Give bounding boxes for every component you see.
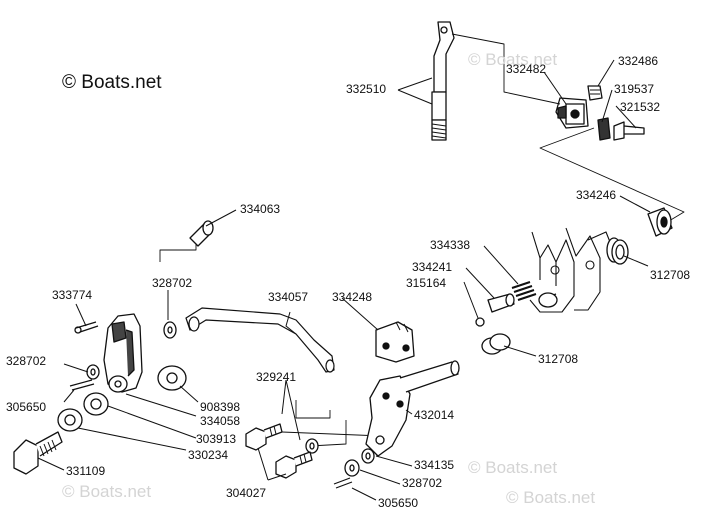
part-label: 334135 — [414, 458, 455, 472]
part-label: 328702 — [6, 354, 47, 368]
bracket-334058 — [103, 313, 143, 393]
bolt-331109 — [13, 431, 63, 475]
part-label: 333774 — [52, 288, 93, 302]
part-label: 334246 — [576, 188, 617, 202]
part-label: 334063 — [240, 202, 281, 216]
link-rod-332510 — [431, 21, 455, 141]
shift-rod-334057 — [185, 307, 335, 373]
cotter-pins — [69, 379, 353, 489]
part-label: 332482 — [506, 62, 547, 76]
watermark-2: © Boats.net — [468, 458, 558, 477]
clevis-assembly — [555, 85, 645, 141]
part-label: 330234 — [188, 448, 229, 462]
watermark-1: © Boats.net — [468, 50, 558, 69]
part-label: 303913 — [196, 432, 237, 446]
washers — [57, 321, 375, 477]
part-label: 334338 — [430, 238, 471, 252]
cam-block-334248 — [375, 321, 415, 363]
part-label: 312708 — [650, 268, 691, 282]
bolts-304027 — [245, 423, 313, 479]
part-label: 331109 — [66, 464, 106, 478]
part-label: 315164 — [406, 276, 447, 290]
cotter-333774 — [74, 321, 99, 334]
copyright-text: © Boats.net — [62, 72, 162, 93]
part-label: 908398 — [200, 400, 241, 414]
part-label: 332486 — [618, 54, 659, 68]
part-label: 305650 — [6, 400, 47, 414]
bushing-312708-a — [606, 237, 629, 265]
bushing-334246 — [647, 207, 673, 237]
part-label: 332510 — [346, 82, 387, 96]
part-label: 329241 — [256, 370, 297, 384]
part-label: 321532 — [620, 100, 661, 114]
shift-lever-432014 — [365, 360, 460, 457]
part-label: 328702 — [152, 276, 193, 290]
part-label: 305650 — [378, 496, 419, 510]
part-label: 334058 — [200, 414, 241, 428]
watermark-4: © Boats.net — [506, 488, 596, 507]
part-label: 319537 — [614, 82, 655, 96]
part-label: 334241 — [412, 260, 453, 274]
part-label: 432014 — [414, 408, 455, 422]
engine-bracket — [529, 227, 611, 313]
part-label: 334057 — [268, 290, 309, 304]
watermark-3: © Boats.net — [62, 482, 152, 501]
part-label: 334248 — [332, 290, 373, 304]
part-label: 312708 — [538, 352, 579, 366]
part-label: 328702 — [402, 476, 443, 490]
part-label: 304027 — [226, 486, 267, 500]
leader-lines — [37, 59, 651, 501]
pin-334063 — [189, 220, 214, 247]
detent-parts — [475, 281, 537, 327]
